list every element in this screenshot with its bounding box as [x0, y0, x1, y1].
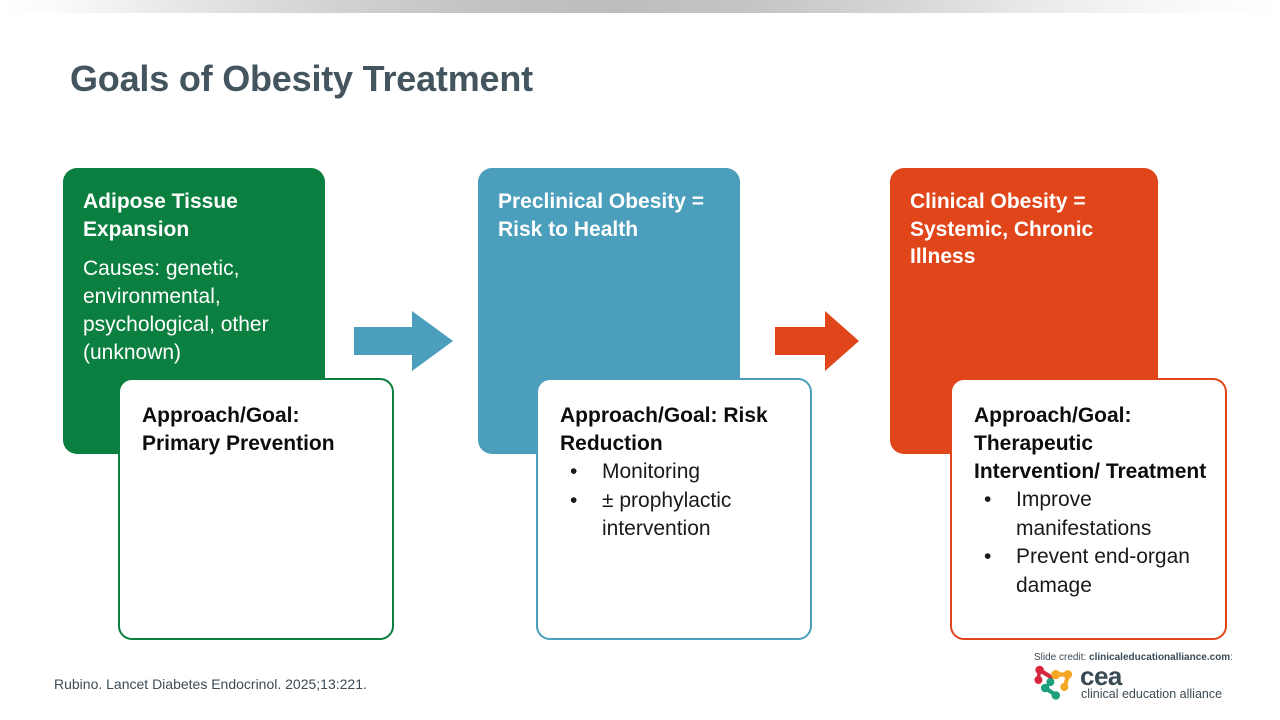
slide-credit: Slide credit: clinicaleducationalliance.… — [1034, 652, 1233, 663]
list-item: • Improve manifestations — [974, 486, 1211, 543]
list-item: • Monitoring — [560, 458, 796, 487]
goal-card-primary-prevention: Approach/Goal: Primary Prevention — [118, 378, 394, 640]
goal-bullet-list-therapeutic-intervention: • Improve manifestations • Prevent end-orga… — [974, 486, 1211, 600]
stage-heading-preclinical: Preclinical Obesity = Risk to Health — [498, 190, 705, 241]
slide-credit-prefix: Slide credit: — [1034, 652, 1090, 663]
slide-credit-domain: clinicaleducationalliance.com — [1089, 652, 1231, 663]
slide-credit-suffix: : — [1230, 652, 1233, 663]
list-item: • ± prophylactic intervention — [560, 487, 796, 544]
bullet-icon: • — [984, 488, 992, 512]
stage-subtext-adipose: Causes: genetic, environmental, psycholo… — [83, 257, 269, 365]
stage-heading-adipose: Adipose Tissue Expansion — [83, 190, 238, 241]
bullet-icon: • — [570, 488, 578, 512]
cea-logo: cea clinical education alliance — [1034, 661, 1228, 704]
list-item: • Prevent end-organ damage — [974, 543, 1211, 600]
bullet-icon: • — [984, 545, 992, 569]
list-item-label: Improve manifestations — [1016, 488, 1152, 540]
flow-arrow-blue-icon — [354, 310, 454, 377]
list-item-label: ± prophylactic intervention — [602, 488, 732, 541]
cea-molecule-logo-icon — [1034, 664, 1074, 702]
bullet-icon: • — [570, 460, 578, 484]
stage-heading-clinical: Clinical Obesity = Systemic, Chronic Ill… — [910, 190, 1094, 269]
goal-bullet-list-risk-reduction: • Monitoring • ± prophylactic intervention — [560, 458, 796, 544]
citation-text: Rubino. Lancet Diabetes Endocrinol. 2025… — [54, 676, 367, 692]
top-gradient-band — [0, 0, 1280, 13]
goal-card-therapeutic-intervention: Approach/Goal: Therapeutic Intervention/… — [950, 378, 1227, 640]
cea-wordmark: cea — [1080, 661, 1122, 691]
list-item-label: Prevent end-organ damage — [1016, 545, 1190, 598]
goal-heading-therapeutic-intervention: Approach/Goal: Therapeutic Intervention/… — [974, 404, 1207, 484]
list-item-label: Monitoring — [602, 460, 701, 484]
flow-arrow-red-icon — [775, 310, 860, 377]
page-title: Goals of Obesity Treatment — [70, 58, 533, 99]
goal-heading-primary-prevention: Approach/Goal: Primary Prevention — [142, 404, 335, 456]
goal-card-risk-reduction: Approach/Goal: Risk Reduction • Monitorin… — [536, 378, 812, 640]
cea-tagline: clinical education alliance — [1081, 687, 1223, 701]
goal-heading-risk-reduction: Approach/Goal: Risk Reduction — [560, 404, 768, 456]
